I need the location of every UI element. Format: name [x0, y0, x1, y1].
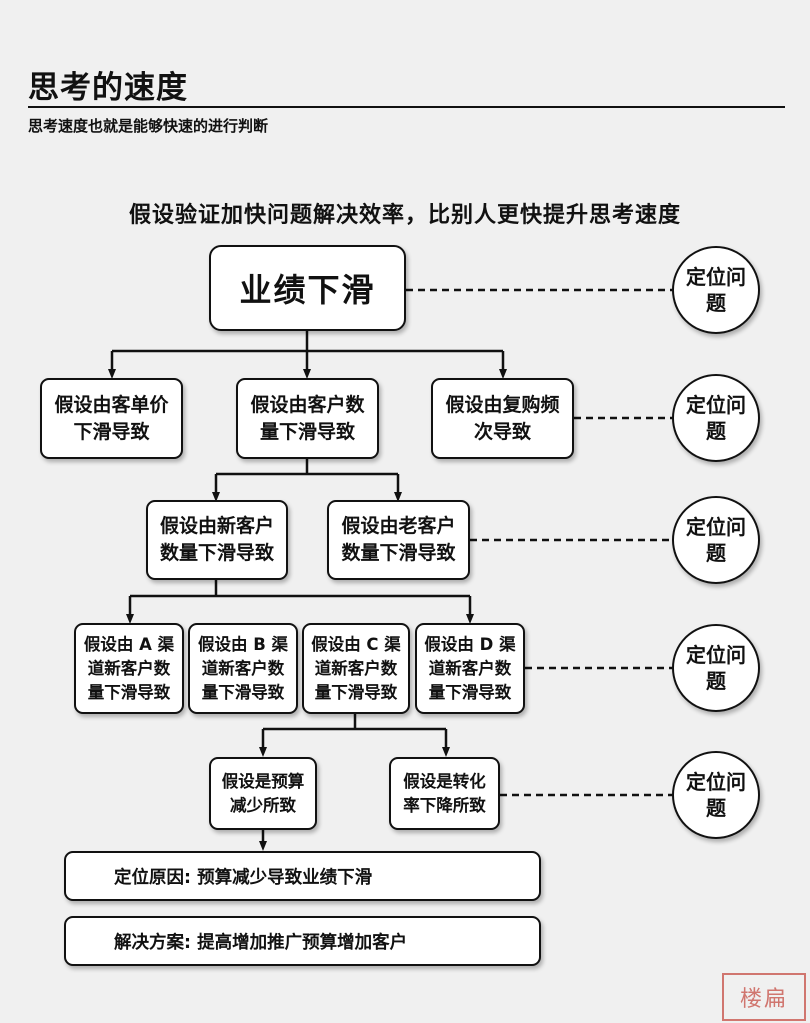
- hypothesis-budget-cut: 假设是预算减少所致: [209, 757, 317, 830]
- diagram-heading: 假设验证加快问题解决效率，比别人更快提升思考速度: [128, 203, 681, 228]
- title-divider: [28, 106, 785, 108]
- locate-problem-circle: 定位问题: [672, 751, 760, 839]
- locate-problem-circle: 定位问题: [672, 496, 760, 584]
- hypothesis-new-customers: 假设由新客户数量下滑导致: [146, 500, 288, 580]
- locate-problem-circle: 定位问题: [672, 624, 760, 712]
- hypothesis-channel-d: 假设由 D 渠道新客户数量下滑导致: [415, 623, 525, 714]
- locate-problem-circle: 定位问题: [672, 246, 760, 334]
- solution-box: 解决方案: 提高增加推广预算增加客户: [64, 916, 541, 966]
- hypothesis-unit-price: 假设由客单价下滑导致: [40, 378, 183, 459]
- seal-stamp: 楼扁: [722, 973, 806, 1021]
- locate-problem-circle: 定位问题: [672, 374, 760, 462]
- hypothesis-channel-c: 假设由 C 渠道新客户数量下滑导致: [302, 623, 410, 714]
- hypothesis-channel-a: 假设由 A 渠道新客户数量下滑导致: [74, 623, 184, 714]
- hypothesis-old-customers: 假设由老客户数量下滑导致: [327, 500, 470, 580]
- hypothesis-conversion-drop: 假设是转化率下降所致: [389, 757, 500, 830]
- hypothesis-channel-b: 假设由 B 渠道新客户数量下滑导致: [188, 623, 298, 714]
- root-node: 业绩下滑: [209, 245, 406, 331]
- page-subtitle: 思考速度也就是能够快速的进行判断: [28, 117, 269, 135]
- hypothesis-customer-count: 假设由客户数量下滑导致: [236, 378, 379, 459]
- hypothesis-repurchase: 假设由复购频次导致: [431, 378, 574, 459]
- page-title: 思考的速度: [28, 70, 188, 106]
- conclusion-box: 定位原因: 预算减少导致业绩下滑: [64, 851, 541, 901]
